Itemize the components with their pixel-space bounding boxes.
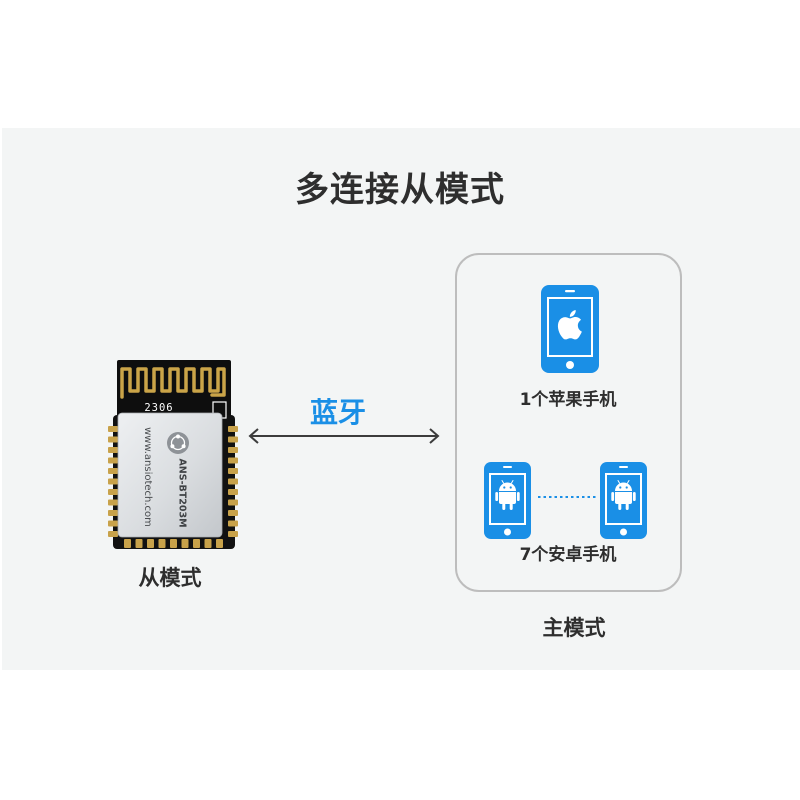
phone-home-button <box>620 528 627 536</box>
apple-icon <box>557 310 582 340</box>
android-icon <box>611 480 636 510</box>
android-icon <box>495 480 520 510</box>
castellated-pads-right <box>228 426 238 537</box>
android-phone-label: 7个安卓手机 <box>519 545 617 565</box>
master-devices-box <box>455 253 682 592</box>
castellated-pads-left <box>108 426 118 537</box>
bluetooth-link-label: 蓝牙 <box>309 396 366 429</box>
castellated-pads-bottom <box>124 539 223 548</box>
double-arrow-icon <box>248 428 440 444</box>
phone-home-button <box>566 361 574 369</box>
page-title: 多连接从模式 <box>295 170 505 210</box>
arrow-head-left <box>248 428 259 444</box>
slave-mode-label: 从模式 <box>138 566 202 590</box>
antenna-trace <box>120 367 226 399</box>
android-phone-icon <box>600 462 647 539</box>
phone-speaker <box>503 466 512 468</box>
module-website-text: www.ansiotech.com <box>142 427 153 527</box>
android-phone-icon <box>484 462 531 539</box>
bluetooth-module-image: 2306 <box>108 360 238 549</box>
dotted-connector <box>538 496 596 498</box>
phone-speaker <box>619 466 628 468</box>
metal-shield <box>117 412 223 538</box>
master-mode-label: 主模式 <box>542 616 606 640</box>
pcb-code-text: 2306 <box>144 402 173 414</box>
apple-phone-label: 1个苹果手机 <box>519 390 617 410</box>
phone-speaker <box>565 290 575 293</box>
module-model-text: ANS-BT203M <box>177 458 188 527</box>
brand-logo-icon <box>167 432 189 454</box>
apple-phone-icon <box>541 285 599 373</box>
phone-home-button <box>504 528 511 536</box>
arrow-head-right <box>429 428 440 444</box>
